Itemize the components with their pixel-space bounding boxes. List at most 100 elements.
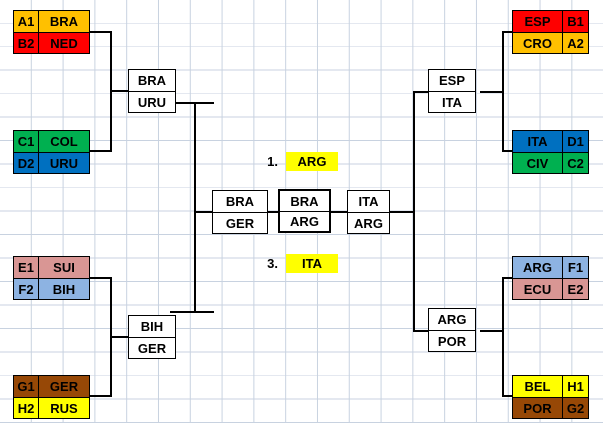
team-code: A2 xyxy=(567,35,584,51)
connector-line xyxy=(413,330,431,332)
sf-team-top: BRA xyxy=(225,194,255,209)
team-code: F1 xyxy=(567,260,584,275)
podium-winner[interactable]: ITA xyxy=(286,254,338,273)
connector-line xyxy=(268,211,280,213)
team-code: C1 xyxy=(14,131,39,152)
qf-team-top: ESP xyxy=(438,73,465,88)
match-bra-ned[interactable]: A1 BRA B2 NED xyxy=(13,10,90,54)
qf-team-top: BIH xyxy=(140,319,164,334)
team-name: ITA xyxy=(513,131,563,152)
team-name: SUI xyxy=(53,260,75,275)
connector-line xyxy=(413,91,431,93)
final-bra-arg[interactable]: BRA ARG xyxy=(278,189,331,233)
team-name: ARG xyxy=(513,257,563,278)
team-name: ECU xyxy=(513,279,563,299)
podium-first: 1. ARG xyxy=(258,152,338,171)
connector-line xyxy=(88,31,112,33)
team-row[interactable]: CRO A2 xyxy=(513,32,588,53)
connector-line xyxy=(110,336,132,338)
connector-line xyxy=(194,211,214,213)
team-row[interactable]: POR G2 xyxy=(513,397,588,418)
team-code: A1 xyxy=(14,11,39,32)
connector-line xyxy=(110,90,132,92)
connector-line xyxy=(88,395,112,397)
team-row[interactable]: ECU E2 xyxy=(513,278,588,299)
podium-rank: 1. xyxy=(267,154,278,169)
team-name: GER xyxy=(49,379,79,394)
connector-line xyxy=(413,91,415,331)
connector-line xyxy=(480,330,504,332)
team-row[interactable]: A1 BRA xyxy=(14,11,89,32)
connector-line xyxy=(502,395,512,397)
podium-winner[interactable]: ARG xyxy=(286,152,338,171)
connector-line xyxy=(170,102,214,104)
team-row[interactable]: D2 URU xyxy=(14,152,89,173)
team-code: G2 xyxy=(566,400,585,416)
team-code: B1 xyxy=(567,14,584,29)
team-code: H1 xyxy=(567,379,584,394)
team-code: G1 xyxy=(14,376,39,397)
final-team-bottom: ARG xyxy=(280,211,329,231)
qf-team-bottom: POR xyxy=(429,330,475,351)
team-code: H2 xyxy=(14,398,39,418)
team-name: URU xyxy=(49,155,79,171)
team-code: E1 xyxy=(14,257,39,278)
sf-team-bottom: GER xyxy=(213,212,267,233)
team-code: E2 xyxy=(567,281,584,297)
team-name: RUS xyxy=(50,400,78,416)
team-row[interactable]: ESP B1 xyxy=(513,11,588,32)
team-code: D2 xyxy=(14,153,39,173)
team-code: D1 xyxy=(567,134,584,149)
team-row[interactable]: G1 GER xyxy=(14,376,89,397)
team-row[interactable]: F2 BIH xyxy=(14,278,89,299)
podium-rank: 3. xyxy=(267,256,278,271)
connector-line xyxy=(170,311,214,313)
match-ita-civ[interactable]: ITA D1 CIV C2 xyxy=(512,130,589,174)
team-name: CRO xyxy=(513,33,563,53)
match-bel-por[interactable]: BEL H1 POR G2 xyxy=(512,375,589,419)
team-name: BIH xyxy=(52,281,76,297)
qf-team-bottom: ITA xyxy=(429,91,475,112)
team-row[interactable]: H2 RUS xyxy=(14,397,89,418)
qf-bra-uru[interactable]: BRA URU xyxy=(128,69,176,113)
team-row[interactable]: ARG F1 xyxy=(513,257,588,278)
team-row[interactable]: B2 NED xyxy=(14,32,89,53)
qf-esp-ita[interactable]: ESP ITA xyxy=(428,69,476,113)
qf-arg-por[interactable]: ARG POR xyxy=(428,308,476,352)
sf-team-top: ITA xyxy=(358,194,379,209)
connector-line xyxy=(502,31,512,33)
team-row[interactable]: CIV C2 xyxy=(513,152,588,173)
team-name: NED xyxy=(50,35,78,51)
team-code: C2 xyxy=(567,155,584,171)
team-row[interactable]: E1 SUI xyxy=(14,257,89,278)
qf-bih-ger[interactable]: BIH GER xyxy=(128,315,176,359)
connector-line xyxy=(502,277,512,279)
connector-line xyxy=(389,211,415,213)
podium-third: 3. ITA xyxy=(258,254,338,273)
final-team-top: BRA xyxy=(290,193,319,209)
team-name: POR xyxy=(513,398,563,418)
connector-line xyxy=(88,277,112,279)
sf-ita-arg[interactable]: ITA ARG xyxy=(347,190,390,234)
qf-team-top: BRA xyxy=(137,73,167,88)
team-row[interactable]: BEL H1 xyxy=(513,376,588,397)
match-arg-ecu[interactable]: ARG F1 ECU E2 xyxy=(512,256,589,300)
sf-bra-ger[interactable]: BRA GER xyxy=(212,190,268,234)
team-name: ESP xyxy=(513,11,563,32)
connector-line xyxy=(502,150,512,152)
match-col-uru[interactable]: C1 COL D2 URU xyxy=(13,130,90,174)
team-row[interactable]: ITA D1 xyxy=(513,131,588,152)
connector-line xyxy=(480,91,504,93)
match-ger-rus[interactable]: G1 GER H2 RUS xyxy=(13,375,90,419)
match-sui-bih[interactable]: E1 SUI F2 BIH xyxy=(13,256,90,300)
team-name: BRA xyxy=(49,14,79,29)
qf-team-bottom: GER xyxy=(129,337,175,358)
connector-line xyxy=(502,277,504,396)
connector-line xyxy=(194,102,196,312)
team-row[interactable]: C1 COL xyxy=(14,131,89,152)
match-esp-cro[interactable]: ESP B1 CRO A2 xyxy=(512,10,589,54)
team-name: CIV xyxy=(513,153,563,173)
connector-line xyxy=(88,150,112,152)
sf-team-bottom: ARG xyxy=(348,212,389,233)
